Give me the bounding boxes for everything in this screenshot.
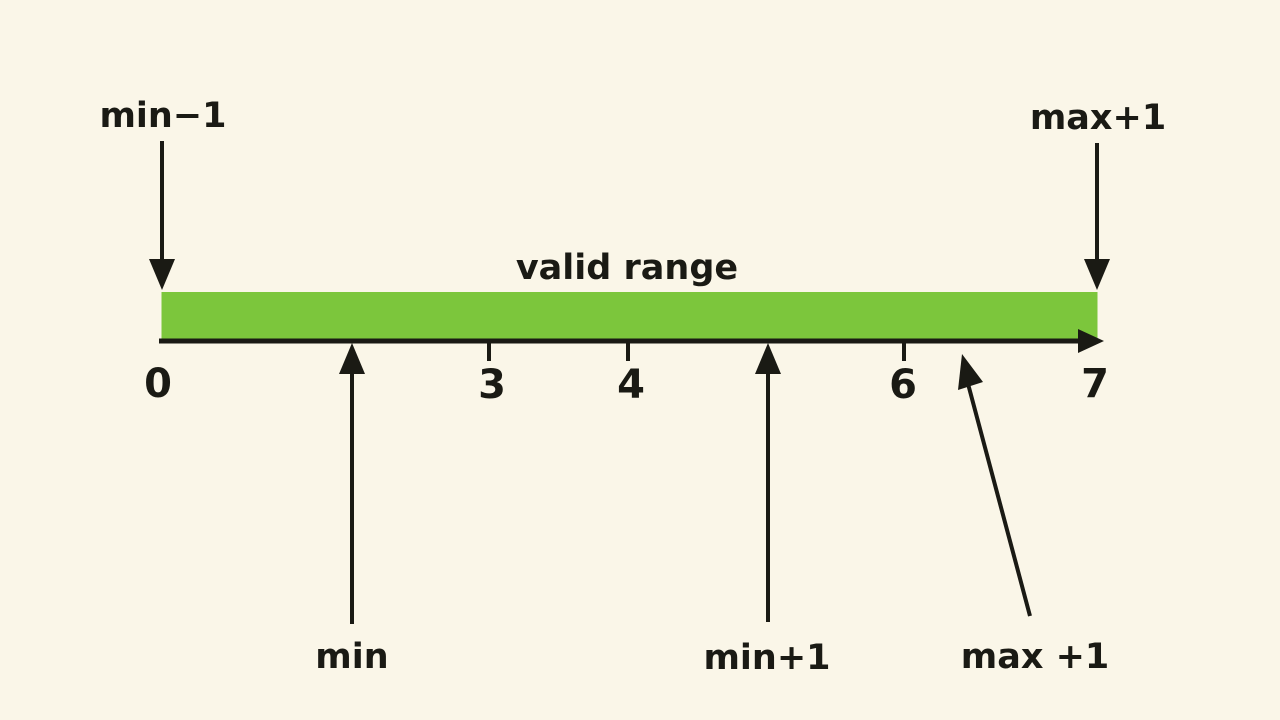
min-minus-1-label: min−1: [99, 96, 226, 136]
annotation-min-plus-1: min+1: [703, 343, 831, 678]
tick-label-7: 7: [1081, 361, 1109, 407]
valid-range-label: valid range: [516, 248, 738, 288]
min-minus-1-arrowhead-icon: [149, 259, 175, 290]
number-line-axis: [159, 329, 1104, 361]
annotation-min-minus-1: min−1: [99, 96, 227, 290]
min-plus-1-arrowhead-icon: [755, 343, 781, 374]
tick-label-4: 4: [617, 362, 645, 408]
min-label: min: [315, 637, 388, 677]
max-plus-1-bottom-arrow-line: [965, 379, 1032, 617]
annotation-min: min: [315, 343, 389, 677]
max-plus-1-bottom-arrowhead-icon: [958, 354, 983, 390]
annotation-max-plus-1-top: max+1: [1030, 98, 1166, 290]
min-arrowhead-icon: [339, 343, 365, 374]
tick-label-0: 0: [144, 361, 172, 407]
min-plus-1-label: min+1: [703, 638, 830, 678]
tick-label-6: 6: [889, 362, 917, 408]
max-plus-1-bottom-label: max +1: [961, 637, 1110, 677]
valid-range-bar: [161, 292, 1098, 340]
axis-arrowhead-icon: [1078, 329, 1104, 353]
max-plus-1-top-arrowhead-icon: [1084, 259, 1110, 290]
annotation-max-plus-1-bottom: max +1: [958, 354, 1109, 677]
tick-label-3: 3: [478, 362, 506, 408]
max-plus-1-top-label: max+1: [1030, 98, 1166, 138]
